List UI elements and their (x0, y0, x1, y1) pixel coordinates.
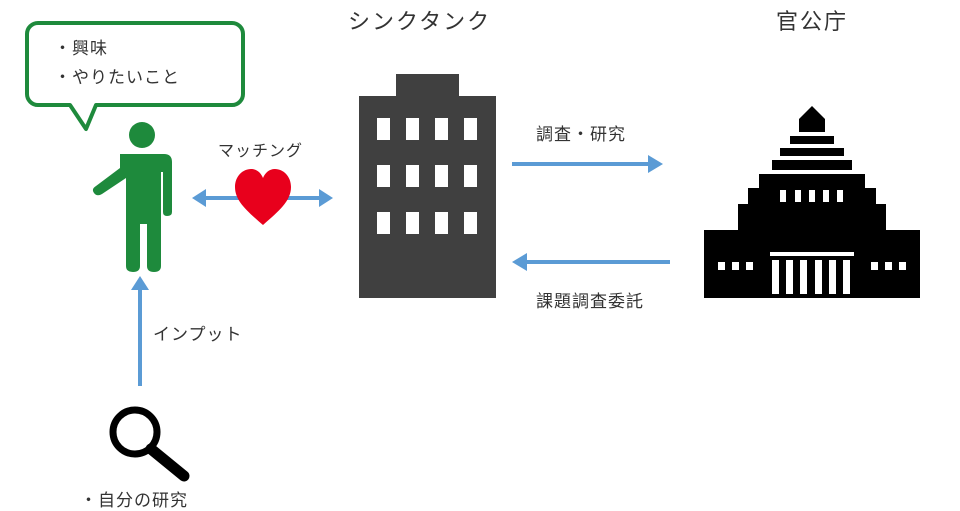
research-item-label: ・自分の研究 (80, 491, 188, 511)
research-arrow (512, 155, 663, 173)
thinktank-title: シンクタンク (348, 10, 492, 35)
input-arrow (131, 276, 149, 386)
magnifier-icon (109, 406, 190, 482)
government-title: 官公庁 (776, 10, 849, 35)
bubble-interest: ・興味 (54, 39, 108, 59)
commission-arrow (512, 253, 670, 271)
building-icon (359, 74, 496, 298)
research-label: 調査・研究 (536, 125, 626, 145)
speech-bubble (25, 21, 245, 131)
bubble-text: ・興味 ・やりたいこと (54, 35, 180, 93)
matching-label: マッチング (218, 141, 304, 160)
heart-icon (235, 169, 291, 225)
person-icon (92, 122, 172, 272)
bubble-want-to-do: ・やりたいこと (54, 68, 180, 88)
government-building-icon (704, 106, 920, 298)
commission-label: 課題調査委託 (536, 292, 644, 312)
input-label: インプット (153, 325, 243, 345)
